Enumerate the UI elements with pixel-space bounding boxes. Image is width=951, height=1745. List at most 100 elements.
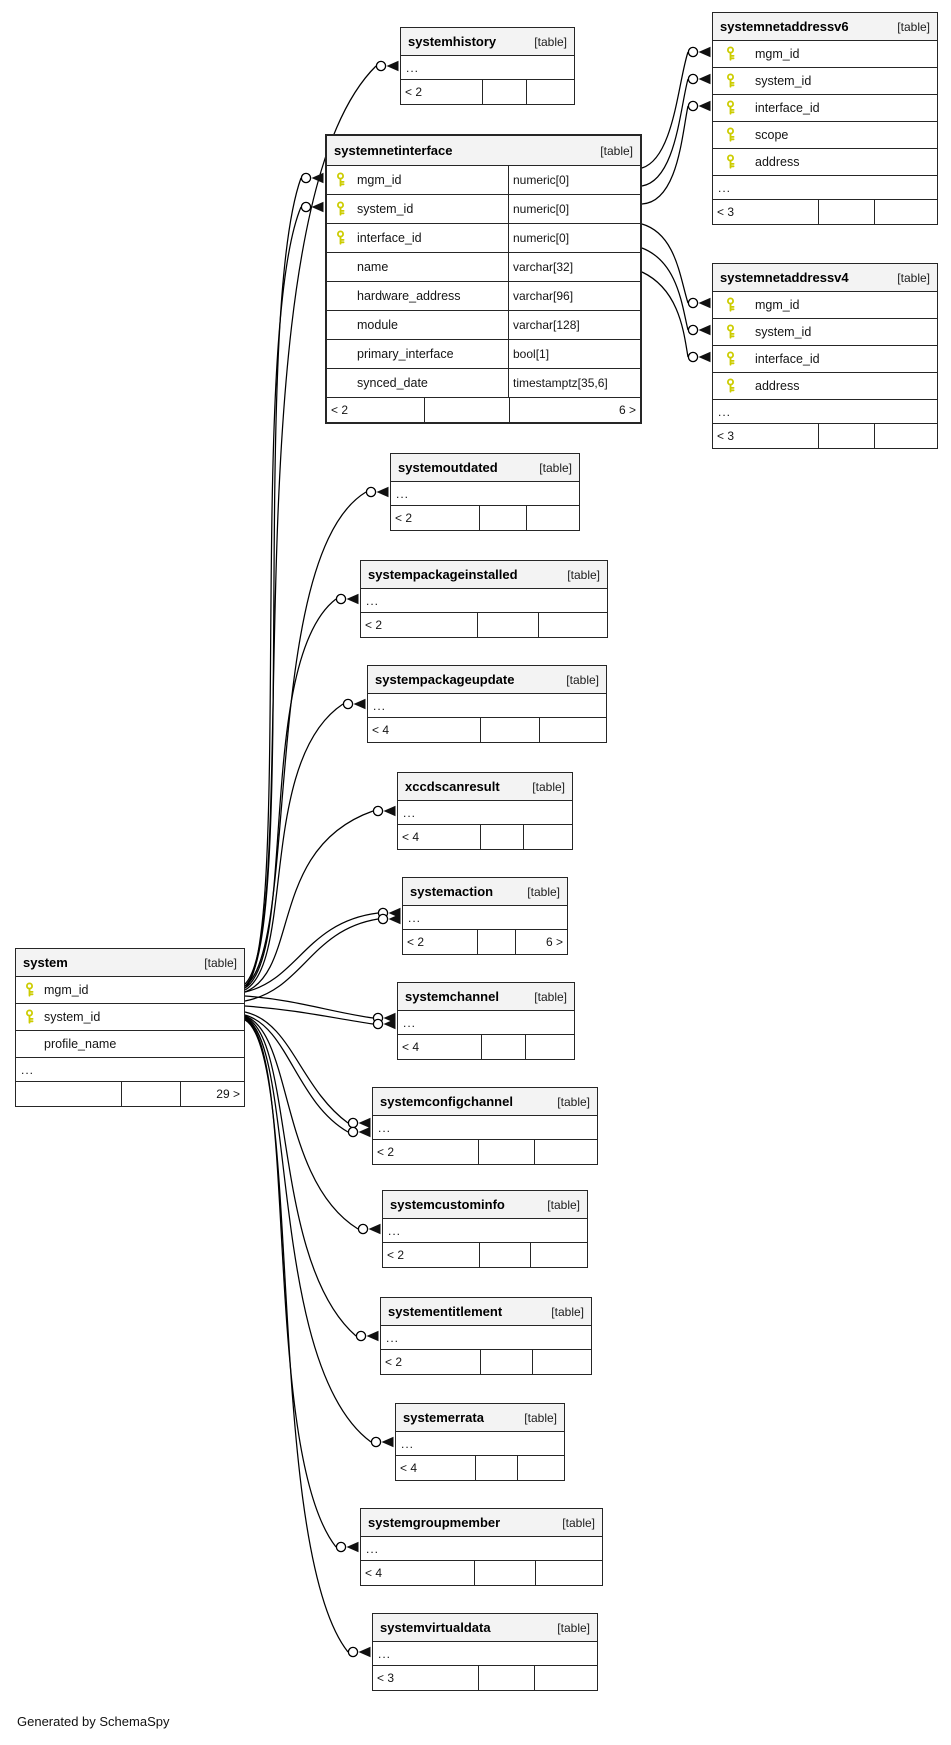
column-name-cell: profile_name xyxy=(16,1031,244,1057)
incoming-degree-label: < 2 xyxy=(365,618,383,632)
table-systemchannel[interactable]: systemchannel[table]...< 4 xyxy=(397,982,575,1060)
column-type: timestamptz[35,6] xyxy=(513,376,608,390)
incoming-degree-label: < 2 xyxy=(377,1145,395,1159)
incoming-degree-label: < 3 xyxy=(377,1671,395,1685)
relationship-edge xyxy=(244,1019,349,1653)
column-name-cell: scope xyxy=(713,122,937,148)
outgoing-degree-label xyxy=(534,1140,597,1164)
column-type: numeric[0] xyxy=(513,173,570,187)
crows-foot-arrow-icon xyxy=(353,698,366,710)
column-type-cell: numeric[0] xyxy=(508,166,640,194)
column-row-mgm_id: mgm_id xyxy=(713,291,937,318)
relationship-edge xyxy=(244,1017,372,1443)
footer-spacer-cell xyxy=(479,718,540,742)
outgoing-degree-label: 6 > xyxy=(514,930,567,954)
table-systementitlement[interactable]: systementitlement[table]...< 2 xyxy=(380,1297,592,1375)
crows-foot-arrow-icon xyxy=(381,1436,394,1448)
table-systemcustominfo[interactable]: systemcustominfo[table]...< 2 xyxy=(382,1190,588,1268)
outgoing-degree-label xyxy=(516,1456,564,1480)
table-systemgroupmember[interactable]: systemgroupmember[table]...< 4 xyxy=(360,1508,603,1586)
column-row-interface_id: interface_id xyxy=(713,345,937,372)
table-title: systemnetinterface xyxy=(334,143,453,158)
table-degree-footer: 29 > xyxy=(16,1081,244,1106)
primary-key-icon xyxy=(337,230,345,245)
relationship-edge xyxy=(244,1005,374,1025)
column-name: hardware_address xyxy=(357,289,461,303)
zero-or-one-connector-icon xyxy=(342,698,354,710)
footer-spacer-cell xyxy=(120,1082,180,1106)
column-name: interface_id xyxy=(755,352,820,366)
column-name: mgm_id xyxy=(44,983,89,997)
table-title: systemgroupmember xyxy=(368,1515,501,1530)
column-name: scope xyxy=(755,128,789,142)
column-type: varchar[128] xyxy=(513,318,580,332)
table-header: systemerrata[table] xyxy=(396,1404,564,1431)
crows-foot-arrow-icon xyxy=(698,100,711,112)
relationship-edge xyxy=(244,918,379,1002)
column-type: bool[1] xyxy=(513,347,550,361)
footer-spacer-cell xyxy=(478,1666,534,1690)
table-header: systempackageinstalled[table] xyxy=(361,561,607,588)
zero-or-one-connector-icon xyxy=(355,1330,367,1342)
footer-spacer-cell xyxy=(818,200,874,224)
column-name-cell: mgm_id xyxy=(327,166,508,194)
table-header: systemnetaddressv6[table] xyxy=(713,13,937,40)
primary-key-icon xyxy=(727,100,735,115)
table-header: systemnetinterface[table] xyxy=(327,136,640,165)
primary-key-icon xyxy=(727,378,735,393)
table-systemerrata[interactable]: systemerrata[table]...< 4 xyxy=(395,1403,565,1481)
table-title: systemaction xyxy=(410,884,494,899)
column-name: mgm_id xyxy=(357,173,402,187)
primary-key-icon xyxy=(337,201,345,216)
table-systemvirtualdata[interactable]: systemvirtualdata[table]...< 3 xyxy=(372,1613,598,1691)
column-name: system_id xyxy=(755,325,812,339)
table-type-tag: [table] xyxy=(551,1304,584,1319)
table-xccdscanresult[interactable]: xccdscanresult[table]...< 4 xyxy=(397,772,573,850)
table-title: systemoutdated xyxy=(398,460,498,475)
crows-foot-arrow-icon xyxy=(366,1330,379,1342)
column-name-cell: system_id xyxy=(713,319,937,345)
relationship-edge xyxy=(244,598,337,989)
table-header: systemvirtualdata[table] xyxy=(373,1614,597,1641)
zero-or-one-connector-icon xyxy=(347,1646,359,1658)
outgoing-degree-label: 6 > xyxy=(508,398,640,422)
relationship-edge xyxy=(244,206,302,989)
relationship-edge xyxy=(244,177,302,987)
crows-foot-arrow-icon xyxy=(311,172,324,184)
footer-spacer-cell xyxy=(818,424,874,448)
table-systemhistory[interactable]: systemhistory[table]...< 2 xyxy=(400,27,575,105)
outgoing-degree-label xyxy=(525,80,574,104)
footer-spacer-cell xyxy=(424,398,509,422)
table-title: systemconfigchannel xyxy=(380,1094,513,1109)
table-degree-footer: < 2 xyxy=(361,612,607,637)
table-type-tag: [table] xyxy=(562,1515,595,1530)
primary-key-icon xyxy=(26,1009,34,1024)
table-type-tag: [table] xyxy=(534,34,567,49)
table-header: systemoutdated[table] xyxy=(391,454,579,481)
column-row-profile_name: profile_name xyxy=(16,1030,244,1057)
outgoing-degree-label xyxy=(523,825,572,849)
column-name: name xyxy=(357,260,389,274)
table-header: systemgroupmember [table] xyxy=(361,1509,602,1536)
table-systempackageinstalled[interactable]: systempackageinstalled[table]...< 2 xyxy=(360,560,608,638)
crows-foot-arrow-icon xyxy=(383,805,396,817)
column-row-mgm_id: mgm_id xyxy=(713,40,937,67)
table-systemoutdated[interactable]: systemoutdated[table]...< 2 xyxy=(390,453,580,531)
relationship-edge xyxy=(244,703,344,991)
relationship-edge xyxy=(641,223,689,304)
incoming-degree-label: < 2 xyxy=(387,1248,405,1262)
table-type-tag: [table] xyxy=(534,989,567,1004)
table-systemconfigchannel[interactable]: systemconfigchannel[table]...< 2 xyxy=(372,1087,598,1165)
table-type-tag: [table] xyxy=(897,19,930,34)
column-name: synced_date xyxy=(357,376,428,390)
relationship-edge xyxy=(244,912,379,993)
table-systempackageupdate[interactable]: systempackageupdate[table]...< 4 xyxy=(367,665,607,743)
column-row-system_id: system_id xyxy=(713,67,937,94)
table-systemnetinterface[interactable]: systemnetinterface[table] mgm_id numeric[0… xyxy=(325,134,642,424)
column-name-cell: mgm_id xyxy=(16,977,244,1003)
primary-key-icon xyxy=(727,297,735,312)
